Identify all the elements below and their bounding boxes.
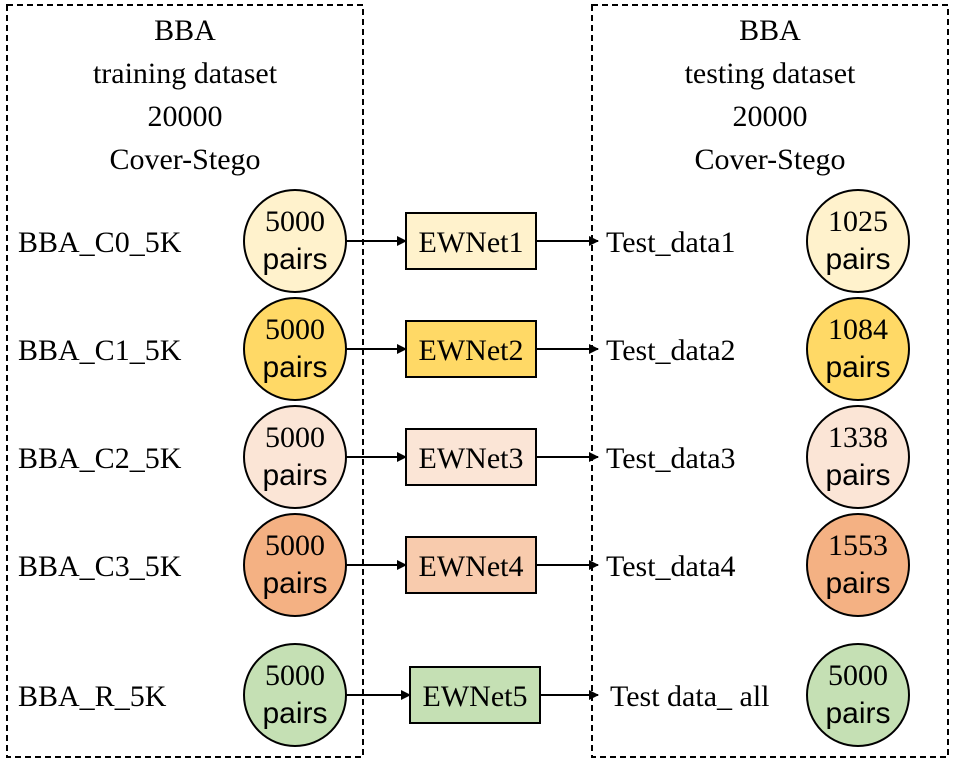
test-subset-unit: pairs (825, 351, 890, 384)
test-subset-count: 1025 (828, 205, 888, 238)
test-subset-count: 1084 (828, 313, 888, 346)
test-subset-circle (806, 643, 910, 747)
training-subset-count: 5000 (265, 659, 325, 692)
training-subset-label: BBA_C1_5K (18, 334, 182, 367)
test-subset-label: Test_data3 (606, 442, 736, 475)
test-subset-count: 5000 (828, 659, 888, 692)
training-subset-unit: pairs (262, 243, 327, 276)
test-subset-circle (806, 405, 910, 509)
test-subset-circle (806, 297, 910, 401)
model-box (405, 428, 537, 486)
model-label: EWNet2 (419, 334, 524, 367)
model-box (409, 666, 541, 724)
test-subset-unit: pairs (825, 459, 890, 492)
training-dataset-panel (6, 4, 364, 758)
training-subset-count: 5000 (265, 205, 325, 238)
training-header-line-2: training dataset (93, 57, 278, 90)
training-header: BBA training dataset 20000 Cover-Stego (93, 14, 278, 176)
pipeline-row: BBA_C3_5K 5000 pairs EWNet4 Test_data4 1553 pa… (18, 513, 910, 617)
training-header-line-1: BBA (154, 14, 216, 47)
training-subset-label: BBA_C2_5K (18, 442, 182, 475)
model-label: EWNet1 (419, 226, 524, 259)
testing-header-line-2: testing dataset (685, 57, 856, 90)
training-subset-label: BBA_R_5K (18, 680, 167, 713)
test-subset-unit: pairs (825, 697, 890, 730)
test-subset-label: Test_data4 (606, 550, 736, 583)
training-subset-count: 5000 (265, 529, 325, 562)
testing-header: BBA testing dataset 20000 Cover-Stego (685, 14, 856, 176)
testing-header-line-1: BBA (739, 14, 801, 47)
training-subset-count: 5000 (265, 313, 325, 346)
training-subset-unit: pairs (262, 697, 327, 730)
test-subset-unit: pairs (825, 243, 890, 276)
training-header-line-4: Cover-Stego (109, 143, 260, 176)
testing-header-line-3: 20000 (733, 100, 808, 133)
training-subset-label: BBA_C3_5K (18, 550, 182, 583)
test-subset-label: Test_data1 (606, 226, 736, 259)
test-subset-count: 1338 (828, 421, 888, 454)
test-subset-circle (806, 189, 910, 293)
training-subset-unit: pairs (262, 351, 327, 384)
training-header-line-3: 20000 (148, 100, 223, 133)
test-subset-count: 1553 (828, 529, 888, 562)
pipeline-rows: BBA_C0_5K 5000 pairs EWNet1 Test_data1 1025 pa… (18, 189, 910, 747)
model-label: EWNet4 (419, 550, 524, 583)
testing-dataset-panel (591, 4, 949, 758)
test-subset-label: Test data_ all (610, 680, 770, 713)
pipeline-row: BBA_C2_5K 5000 pairs EWNet3 Test_data3 1338 pa… (18, 405, 910, 509)
test-subset-circle (806, 513, 910, 617)
training-subset-unit: pairs (262, 567, 327, 600)
test-subset-unit: pairs (825, 567, 890, 600)
test-subset-label: Test_data2 (606, 334, 736, 367)
training-subset-unit: pairs (262, 459, 327, 492)
training-subset-count: 5000 (265, 421, 325, 454)
pipeline-row: BBA_C1_5K 5000 pairs EWNet2 Test_data2 1084 pa… (18, 297, 910, 401)
pipeline-row: BBA_C0_5K 5000 pairs EWNet1 Test_data1 1025 pa… (18, 189, 910, 293)
model-label: EWNet5 (423, 680, 528, 713)
model-box (405, 536, 537, 594)
model-box (405, 212, 537, 270)
model-label: EWNet3 (419, 442, 524, 475)
testing-header-line-4: Cover-Stego (694, 143, 845, 176)
pipeline-row: BBA_R_5K 5000 pairs EWNet5 Test data_ all 500… (18, 643, 910, 747)
training-subset-label: BBA_C0_5K (18, 226, 182, 259)
